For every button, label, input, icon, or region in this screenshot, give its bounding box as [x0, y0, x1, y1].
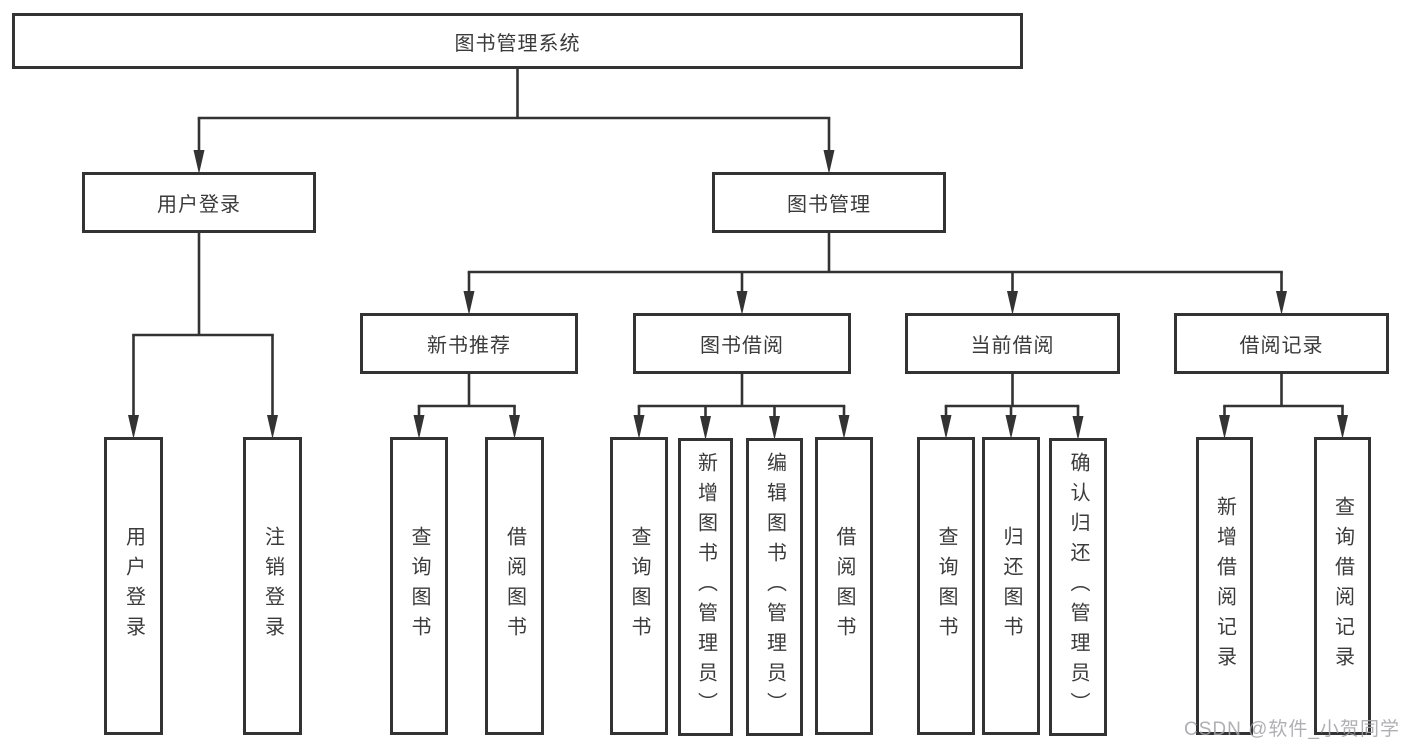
arrowhead-icon	[1072, 416, 1084, 440]
arrowhead-icon	[193, 150, 205, 174]
node-leaf-logout: 注销登录	[243, 437, 302, 735]
node-label: 新增图书（管理员）	[694, 452, 717, 722]
node-leaf-cb-confirm: 确认归还（管理员）	[1049, 438, 1107, 736]
arrowhead-icon	[769, 416, 780, 440]
watermark-text: CSDN @软件_小贺同学	[1184, 719, 1400, 740]
arrowhead-icon	[413, 415, 425, 439]
node-label: 查询借阅记录	[1331, 496, 1354, 676]
arrowhead-icon	[700, 416, 711, 440]
node-label: 图书借阅	[700, 335, 784, 357]
node-label: 编辑图书（管理员）	[763, 452, 786, 722]
node-label: 查询图书	[935, 526, 957, 646]
arrowhead-icon	[823, 150, 835, 174]
node-label: 图书管理	[787, 194, 871, 216]
arrowhead-icon	[633, 415, 645, 439]
node-leaf-bb-borrow: 借阅图书	[815, 437, 873, 735]
node-leaf-bb-add: 新增图书（管理员）	[678, 438, 733, 736]
arrowhead-icon	[736, 291, 748, 315]
arrowhead-icon	[267, 415, 278, 439]
node-label: 新增借阅记录	[1213, 496, 1236, 676]
arrowhead-icon	[463, 291, 475, 315]
node-records: 借阅记录	[1174, 313, 1389, 374]
node-label: 归还图书	[1000, 526, 1022, 646]
node-label: 图书管理系统	[454, 32, 581, 55]
node-label: 查询图书	[628, 526, 650, 646]
node-leaf-cb-return: 归还图书	[982, 437, 1040, 735]
node-root: 图书管理系统	[12, 13, 1023, 69]
node-label: 用户登录	[122, 526, 145, 646]
node-leaf-nb-borrow: 借阅图书	[485, 437, 544, 735]
node-leaf-nb-query: 查询图书	[390, 437, 448, 735]
arrowhead-icon	[128, 415, 139, 439]
arrowhead-icon	[1005, 415, 1017, 439]
node-label: 查询图书	[408, 526, 430, 646]
node-borrowing: 图书借阅	[633, 313, 851, 374]
arrowhead-icon	[1007, 291, 1018, 315]
node-label: 借阅图书	[503, 526, 526, 646]
node-leaf-rec-query: 查询借阅记录	[1314, 437, 1371, 735]
node-label: 当前借阅	[970, 335, 1055, 357]
node-leaf-bb-edit: 编辑图书（管理员）	[746, 438, 803, 736]
node-label: 借阅图书	[833, 526, 855, 646]
arrowhead-icon	[838, 415, 850, 439]
node-leaf-bb-query: 查询图书	[610, 437, 668, 735]
node-label: 注销登录	[261, 526, 284, 646]
node-label: 借阅记录	[1239, 335, 1324, 357]
node-current: 当前借阅	[905, 313, 1120, 374]
node-bookmgmt: 图书管理	[712, 172, 946, 233]
node-leaf-login: 用户登录	[104, 437, 163, 735]
node-newbook: 新书推荐	[360, 313, 578, 374]
arrowhead-icon	[1337, 415, 1348, 439]
arrowhead-icon	[509, 415, 520, 439]
node-leaf-rec-add: 新增借阅记录	[1196, 437, 1253, 735]
node-label: 新书推荐	[427, 335, 511, 357]
arrowhead-icon	[1276, 291, 1287, 315]
node-leaf-cb-query: 查询图书	[917, 437, 975, 735]
node-login: 用户登录	[82, 172, 316, 233]
node-label: 确认归还（管理员）	[1067, 452, 1089, 722]
node-label: 用户登录	[157, 194, 241, 216]
arrowhead-icon	[1219, 415, 1230, 439]
arrowhead-icon	[940, 415, 952, 439]
